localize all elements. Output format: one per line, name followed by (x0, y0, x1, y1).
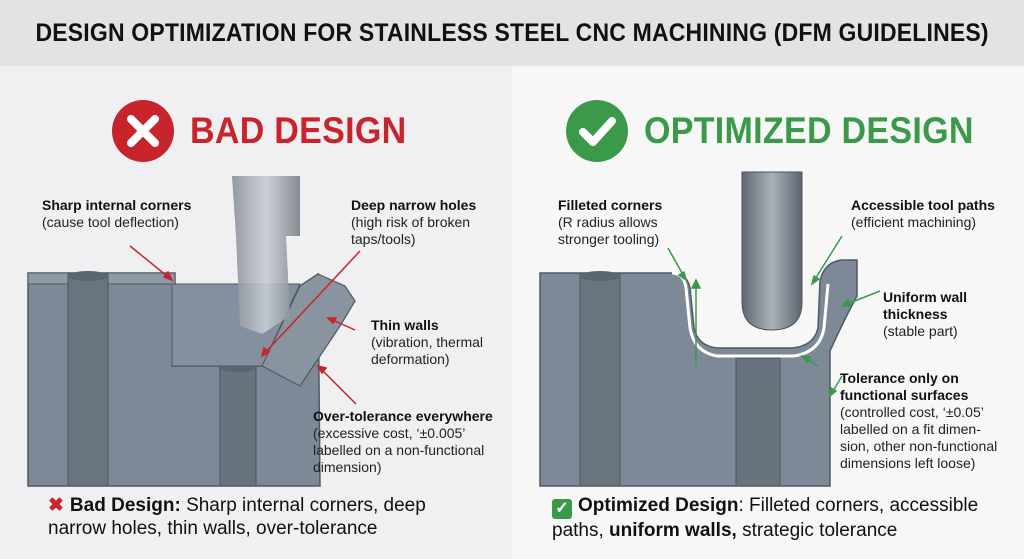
uniform-wall-annotation: Uniform wall thickness (stable part) (883, 289, 968, 339)
x-mark-icon: ✖ (48, 495, 64, 516)
accessible-paths-annotation: Accessible tool paths (efficient machini… (851, 197, 995, 230)
over-tolerance-annotation: Over-tolerance everywhere (excessive cos… (313, 408, 493, 475)
deep-holes-annotation: Deep narrow holes (high risk of broken t… (351, 197, 477, 247)
optimized-part-illustration (539, 171, 881, 487)
deep-narrow-hole (219, 365, 257, 487)
optimized-design-panel: OPTIMIZED DESIGN Filleted corners (512, 66, 1024, 559)
end-mill-tool (232, 176, 300, 334)
ball-end-mill-tool (741, 171, 803, 331)
left-hole (67, 272, 109, 487)
optimized-design-title: OPTIMIZED DESIGN (644, 110, 974, 151)
title-bar: DESIGN OPTIMIZATION FOR STAINLESS STEEL … (0, 0, 1024, 66)
x-icon (112, 100, 174, 162)
page-title: DESIGN OPTIMIZATION FOR STAINLESS STEEL … (35, 18, 989, 47)
bad-design-heading: BAD DESIGN (112, 100, 425, 162)
check-box-icon: ✓ (552, 499, 572, 519)
thin-walls-annotation: Thin walls (vibration, thermal deformati… (371, 317, 484, 367)
sharp-corners-annotation: Sharp internal corners (cause tool defle… (42, 197, 192, 230)
tolerance-annotation: Tolerance only on functional surfaces (c… (840, 370, 998, 471)
bad-design-summary: ✖Bad Design: Sharp internal corners, dee… (48, 495, 426, 539)
bad-design-panel: BAD DESIGN Sharp internal (0, 66, 512, 559)
thin-wall (261, 273, 356, 387)
optimized-design-heading: OPTIMIZED DESIGN (566, 100, 1002, 162)
check-icon (566, 100, 628, 162)
filleted-corners-annotation: Filleted corners (R radius allows strong… (558, 197, 663, 247)
bad-design-part-illustration (27, 176, 361, 487)
optimized-design-summary: ✓Optimized Design: Filleted corners, acc… (552, 495, 979, 541)
bad-design-title: BAD DESIGN (190, 110, 407, 151)
